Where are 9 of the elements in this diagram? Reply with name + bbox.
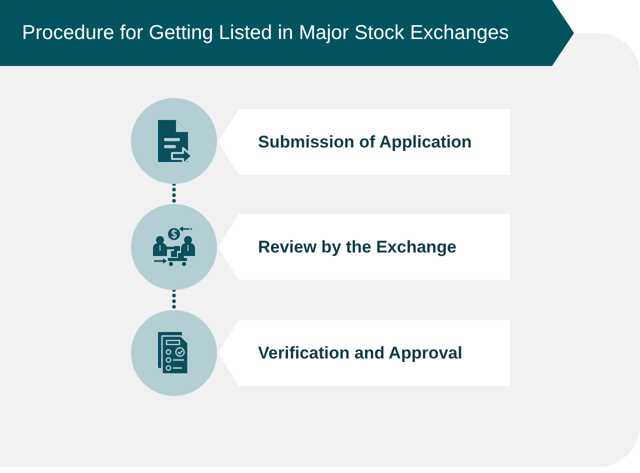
step-label: Verification and Approval [258,342,462,364]
people-trade-icon [131,204,217,290]
title: Procedure for Getting Listed in Major Stock Exchanges [22,21,509,45]
step-tag [218,320,510,386]
step-label: Review by the Exchange [258,236,456,258]
step-label: Submission of Application [258,132,472,152]
checklist-icon [131,310,217,396]
step-tag [218,214,510,280]
step-tag [218,109,510,175]
